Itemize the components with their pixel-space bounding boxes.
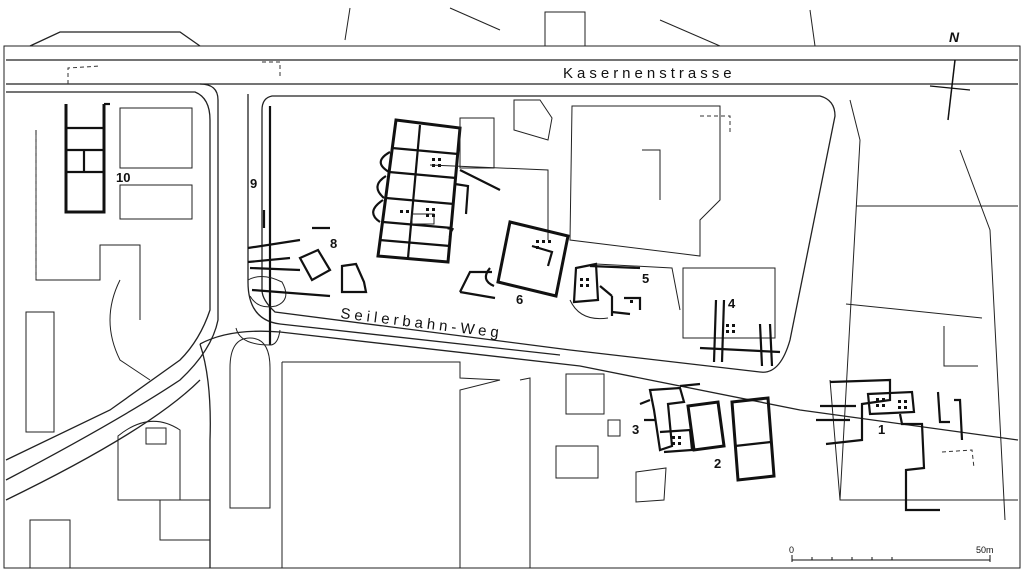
central-block-curb bbox=[247, 94, 836, 373]
lower-buildings bbox=[29, 337, 667, 569]
site-label-4: 4 bbox=[728, 296, 736, 311]
site-label-6: 6 bbox=[516, 292, 523, 307]
site-10-walls bbox=[64, 102, 110, 214]
background-buildings bbox=[513, 99, 1018, 521]
map-frame bbox=[3, 45, 1021, 569]
site-2-walls bbox=[686, 396, 776, 482]
site-label-9: 9 bbox=[250, 176, 257, 191]
kasernenstrasse-road bbox=[6, 7, 1018, 85]
north-label: N bbox=[949, 29, 960, 45]
site-label-7: 7 bbox=[447, 225, 454, 240]
scale-bar-end-label: 50m bbox=[976, 545, 994, 555]
site-1-walls bbox=[816, 378, 975, 512]
site-label-2: 2 bbox=[714, 456, 721, 471]
site-4-walls bbox=[682, 267, 781, 367]
site-6-walls bbox=[459, 220, 570, 300]
site-9-walls bbox=[235, 106, 287, 346]
site-3-walls bbox=[639, 382, 701, 454]
site-label-8: 8 bbox=[330, 236, 337, 251]
site-7-walls bbox=[372, 117, 549, 264]
north-arrow: N bbox=[929, 29, 971, 121]
scale-bar-start-label: 0 bbox=[789, 545, 794, 555]
street-label-seilerbahn-weg: Seilerbahn-Weg bbox=[340, 305, 504, 342]
site-label-3: 3 bbox=[632, 422, 639, 437]
site-label-10: 10 bbox=[116, 170, 130, 185]
site-label-5: 5 bbox=[642, 271, 649, 286]
scale-bar: 0 50m bbox=[789, 545, 994, 562]
seilerbahn-weg-road bbox=[5, 83, 1019, 568]
street-label-kasernenstrasse: Kasernenstrasse bbox=[563, 65, 736, 82]
site-5-walls bbox=[569, 262, 681, 320]
site-label-1: 1 bbox=[878, 422, 885, 437]
left-block bbox=[5, 91, 211, 461]
site-8-walls bbox=[247, 226, 368, 298]
